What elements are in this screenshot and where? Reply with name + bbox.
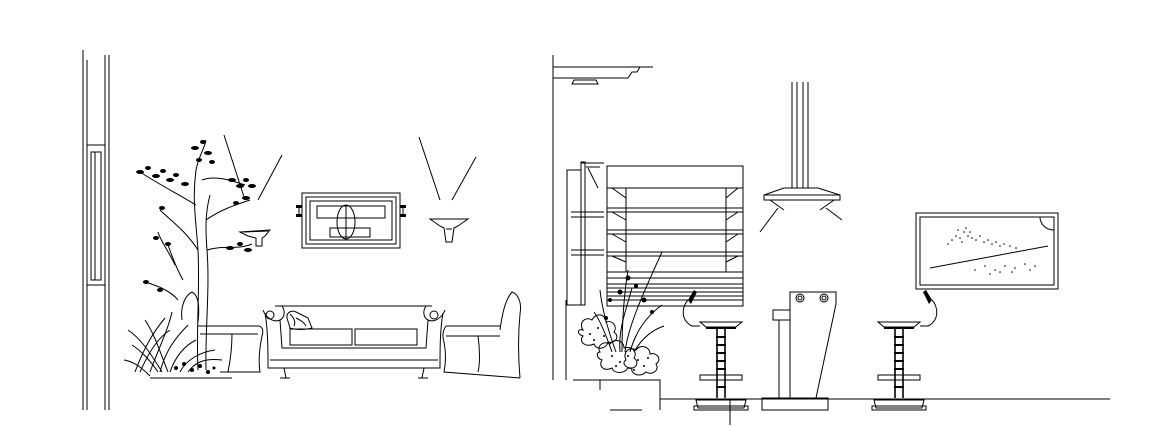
indoor-tree xyxy=(136,140,256,370)
bar-stool-right xyxy=(872,290,937,410)
armchair-left xyxy=(182,292,263,372)
window-blinds xyxy=(607,166,743,306)
shrub-planter xyxy=(573,252,664,410)
cushion xyxy=(287,311,312,329)
potted-plant xyxy=(124,312,232,378)
floor-line xyxy=(660,399,1110,425)
left-wall-edge xyxy=(83,50,87,410)
crown-molding xyxy=(553,67,653,84)
bar-stool-left xyxy=(683,290,748,410)
right-wall-edge xyxy=(553,55,566,380)
door-frame xyxy=(87,55,109,410)
range-hood xyxy=(760,82,842,232)
wall-sconce xyxy=(419,137,476,242)
kitchen-island xyxy=(762,292,836,410)
armchair-right xyxy=(443,292,521,378)
sofa xyxy=(263,306,445,378)
wall-shelf xyxy=(567,162,604,305)
framed-artwork xyxy=(296,193,406,248)
wall-lamp xyxy=(224,135,282,246)
wall-tv xyxy=(916,213,1058,289)
